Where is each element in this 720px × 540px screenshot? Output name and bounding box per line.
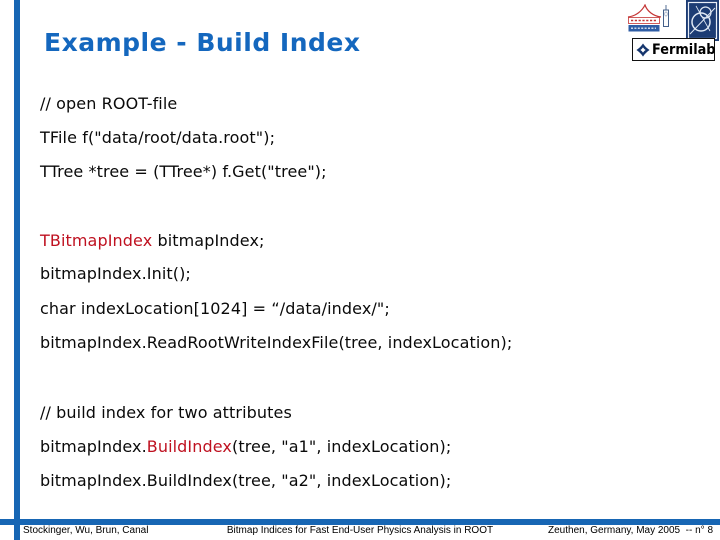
code-line-readrootwrite: bitmapIndex.ReadRootWriteIndexFile(tree,…	[40, 333, 513, 352]
code-line-init: bitmapIndex.Init();	[40, 264, 191, 283]
code-line-ttree: TTree *tree = (TTree*) f.Get("tree");	[40, 162, 327, 181]
code-token-obj: bitmapIndex.	[40, 437, 147, 456]
footer-venue-page: Zeuthen, Germany, May 2005 -- n° 8	[548, 525, 713, 536]
slide-title: Example - Build Index	[44, 28, 361, 57]
footer-divider	[0, 519, 720, 525]
code-line-indexlocation: char indexLocation[1024] = “/data/index/…	[40, 299, 390, 318]
code-line-tfile: TFile f("data/root/data.root");	[40, 128, 276, 147]
code-line-tbitmapindex-decl: TBitmapIndex bitmapIndex;	[40, 231, 265, 251]
fermilab-logo-icon	[636, 42, 650, 57]
wilson-hall-sketch-icon	[627, 3, 673, 35]
code-token-buildindex: BuildIndex	[146, 437, 232, 456]
left-accent-bar	[14, 0, 20, 540]
fermilab-wordmark-text: Fermilab	[652, 41, 716, 58]
fermilab-wordmark-box: Fermilab	[632, 38, 716, 61]
code-token-bitmapindex-var: bitmapIndex;	[152, 231, 265, 250]
code-line-comment-open: // open ROOT-file	[40, 94, 178, 113]
footer-deck-title: Bitmap Indices for Fast End-User Physics…	[226, 525, 494, 536]
code-token-tbitmapindex: TBitmapIndex	[40, 231, 153, 250]
cern-logo-icon	[686, 0, 719, 41]
footer-authors: Stockinger, Wu, Brun, Canal	[23, 525, 149, 536]
code-line-buildindex-a1: bitmapIndex.BuildIndex(tree, "a1", index…	[40, 437, 451, 457]
code-token-args: (tree, "a1", indexLocation);	[231, 437, 452, 456]
code-line-comment-build: // build index for two attributes	[40, 403, 292, 422]
code-line-buildindex-a2: bitmapIndex.BuildIndex(tree, "a2", index…	[40, 471, 452, 490]
